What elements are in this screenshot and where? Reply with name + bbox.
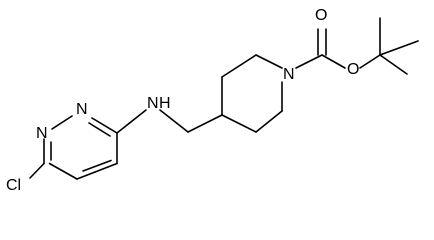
atom-label-n-piperidine: N: [283, 66, 295, 83]
bond-lower-right-lower-left: [255, 110, 283, 133]
chemical-structure-diagram: Cl N N N H N O O: [6, 7, 419, 194]
bond-tertbutyl-methyl-right-up: [379, 40, 419, 56]
atom-label-h: H: [159, 95, 171, 112]
bond-n1-n2: [51, 115, 73, 130]
bond-nh-ch2: [159, 109, 189, 133]
bond-tertbutyl-methyl-right-down: [379, 54, 408, 75]
bond-lower-left-c4: [221, 114, 257, 133]
bond-c4-c5: [76, 162, 118, 180]
bond-c3-cl: [29, 162, 45, 179]
bond-ester-o-tertbutyl: [359, 54, 381, 69]
bond-ch2-c4: [187, 114, 223, 133]
atom-label-n1: N: [76, 101, 88, 118]
bond-upper-left-upper-right: [221, 54, 257, 78]
atom-label-nh: N: [147, 95, 159, 112]
bond-carbonyl-ester-o: [321, 54, 346, 69]
bond-n-carbonyl: [295, 54, 323, 69]
atom-label-n2: N: [36, 125, 48, 142]
atom-label-o-carbonyl: O: [315, 7, 327, 24]
bond-c6-n1-inner: [88, 122, 111, 137]
bond-c4-c5-inner: [82, 159, 112, 172]
bond-c6-nh: [116, 109, 147, 134]
bond-c3-c4: [48, 162, 78, 180]
bond-c6-n1: [91, 117, 118, 134]
bond-upper-right-n: [255, 54, 283, 69]
atom-label-o-ester: O: [347, 61, 359, 78]
atom-label-cl: Cl: [6, 177, 21, 194]
